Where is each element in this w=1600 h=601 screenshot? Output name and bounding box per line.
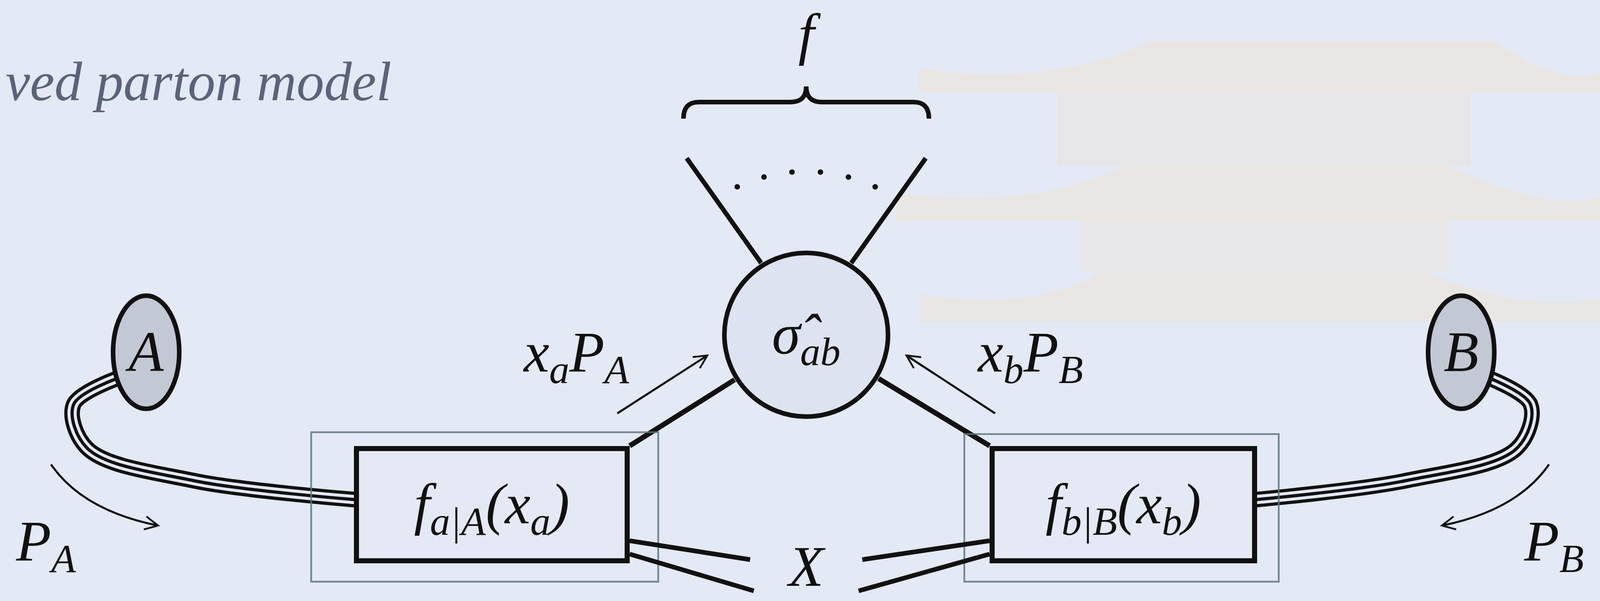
remnant-line [629,553,754,591]
math-subscript: b|B [1061,498,1117,544]
math-subscript: A [604,346,629,392]
background-pagoda [919,41,1600,92]
math-subscript: A [51,535,76,581]
node-outline-shape [113,295,180,409]
background-pagoda [919,271,1600,322]
pdf-box: fa|A(xa) [353,445,630,564]
slide-title: ved parton model [5,51,392,113]
dotted-arc [734,169,878,190]
parton-line [878,378,990,446]
ellipsis-dot [761,174,767,180]
math-symbol: P [1524,509,1560,573]
node-text: B [1443,318,1479,386]
math-symbol: (x [1117,472,1162,536]
math-subscript: B [1559,535,1584,581]
momentum-label: xaPA [523,323,629,382]
math-symbol: P [16,509,52,573]
ellipsis-dot [817,169,824,175]
math-subscript: b [1161,498,1183,544]
math-subscript: ab [800,329,841,374]
math-symbol: f [414,472,431,536]
math-symbol: σ̂ [771,302,801,366]
final-state-line [686,158,762,263]
math-symbol: P [569,320,605,384]
background-pagoda [1080,220,1448,272]
math-subscript: B [1058,346,1083,392]
node-outline-shape [1428,295,1495,409]
ellipsis-dot [734,183,741,190]
math-symbol: P [1023,320,1059,384]
node-text: A [128,318,164,386]
node-text: fb|B(xb) [1045,471,1202,538]
math-symbol: x [977,320,1003,384]
momentum-label: PA [16,512,76,570]
math-symbol: ved parton model [5,51,392,113]
node-outline-shape [724,252,889,417]
node-text: σ̂ab [771,301,841,368]
hadron-ellipse: A [110,292,183,412]
background-pagoda [1057,91,1471,166]
math-symbol: (x [485,472,531,536]
math-symbol: A [128,319,164,384]
math-symbol: x [523,320,549,384]
hadron-line [72,377,357,500]
connector-stroke [1254,377,1532,500]
background-pagoda [896,165,1600,221]
remnant-line [629,540,751,560]
connector-stroke [629,379,735,446]
connector-stroke [878,378,990,446]
final-state-label: f [798,5,815,63]
math-subscript: a [530,498,551,544]
ellipsis-dot [872,183,878,190]
node-text: fa|A(xa) [414,471,570,538]
connector-stroke [72,377,357,500]
remnant-line [858,553,990,591]
momentum-label: xbPB [977,323,1083,382]
pdf-box: fb|B(xb) [989,445,1258,564]
hadron-ellipse: B [1425,292,1498,412]
hadron-line [1254,377,1532,500]
math-subscript: a|A [429,498,486,544]
math-symbol: f [1045,472,1062,536]
remnant-line [862,540,990,560]
final-state-line [851,158,926,263]
math-subscript: b [1003,346,1024,392]
math-symbol: B [1443,319,1479,384]
momentum-arrow [51,464,159,526]
remnant-label: X [788,537,824,596]
frame-outline [311,432,659,582]
math-symbol: ) [550,472,570,536]
hard-process-circle: σ̂ab [721,250,891,420]
ellipsis-dot [789,169,795,175]
connector-stroke [72,377,357,500]
momentum-arrow [617,355,708,414]
momentum-label: PB [1524,512,1584,570]
connector-stroke [72,377,357,500]
math-symbol: ) [1182,472,1202,536]
math-symbol: X [788,534,824,598]
parton-line [629,379,735,446]
connector-stroke [1254,377,1532,500]
ellipsis-dot [845,174,852,180]
math-subscript: a [549,346,570,392]
frame-outline [964,433,1279,582]
connector-stroke [1254,377,1532,500]
math-symbol: f [798,2,815,66]
curly-brace [683,86,929,119]
